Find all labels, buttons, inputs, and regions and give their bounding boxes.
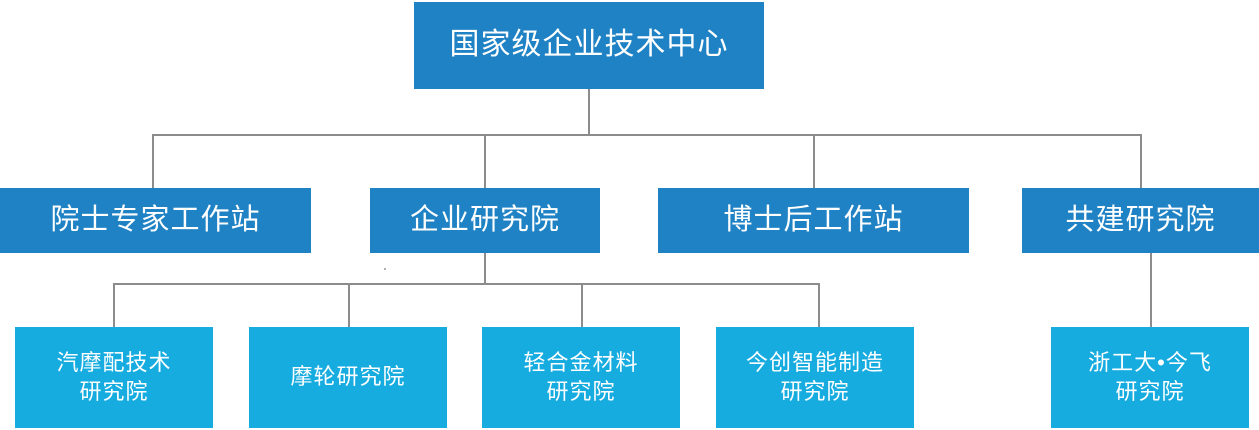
stray-speck [384, 268, 386, 270]
node-auto-moto-parts-tech-institute[interactable]: 汽摩配技术 研究院 [15, 327, 213, 428]
node-national-enterprise-tech-center[interactable]: 国家级企业技术中心 [414, 2, 764, 89]
node-postdoctoral-workstation[interactable]: 博士后工作站 [658, 188, 969, 253]
node-joint-research-institute[interactable]: 共建研究院 [1022, 188, 1259, 253]
connector-enterprise-institute-stem [484, 253, 486, 284]
connector-drop-academician-station [152, 134, 154, 188]
node-enterprise-research-institute[interactable]: 企业研究院 [370, 188, 600, 253]
connector-drop-enterprise-institute [484, 134, 486, 188]
connector-drop-zjut-jinfei [1150, 253, 1152, 327]
node-academician-expert-workstation[interactable]: 院士专家工作站 [0, 188, 311, 253]
connector-drop-joint-institute [1140, 134, 1142, 188]
node-zjut-jinfei-institute[interactable]: 浙工大•今飞 研究院 [1051, 327, 1249, 428]
connector-drop-jinchuang-smart-manufacturing [818, 283, 820, 327]
node-motor-wheel-institute[interactable]: 摩轮研究院 [249, 327, 447, 428]
connector-tier-two-bus [152, 134, 1141, 136]
connector-drop-motor-wheel [348, 283, 350, 327]
connector-drop-light-alloy [581, 283, 583, 327]
connector-drop-postdoc-station [813, 134, 815, 188]
connector-drop-auto-moto-parts [113, 283, 115, 327]
node-light-alloy-material-institute[interactable]: 轻合金材料 研究院 [482, 327, 680, 428]
node-jinchuang-smart-manufacturing-institute[interactable]: 今创智能制造 研究院 [716, 327, 914, 428]
connector-root-stem [588, 89, 590, 135]
connector-tier-three-bus [113, 283, 820, 285]
